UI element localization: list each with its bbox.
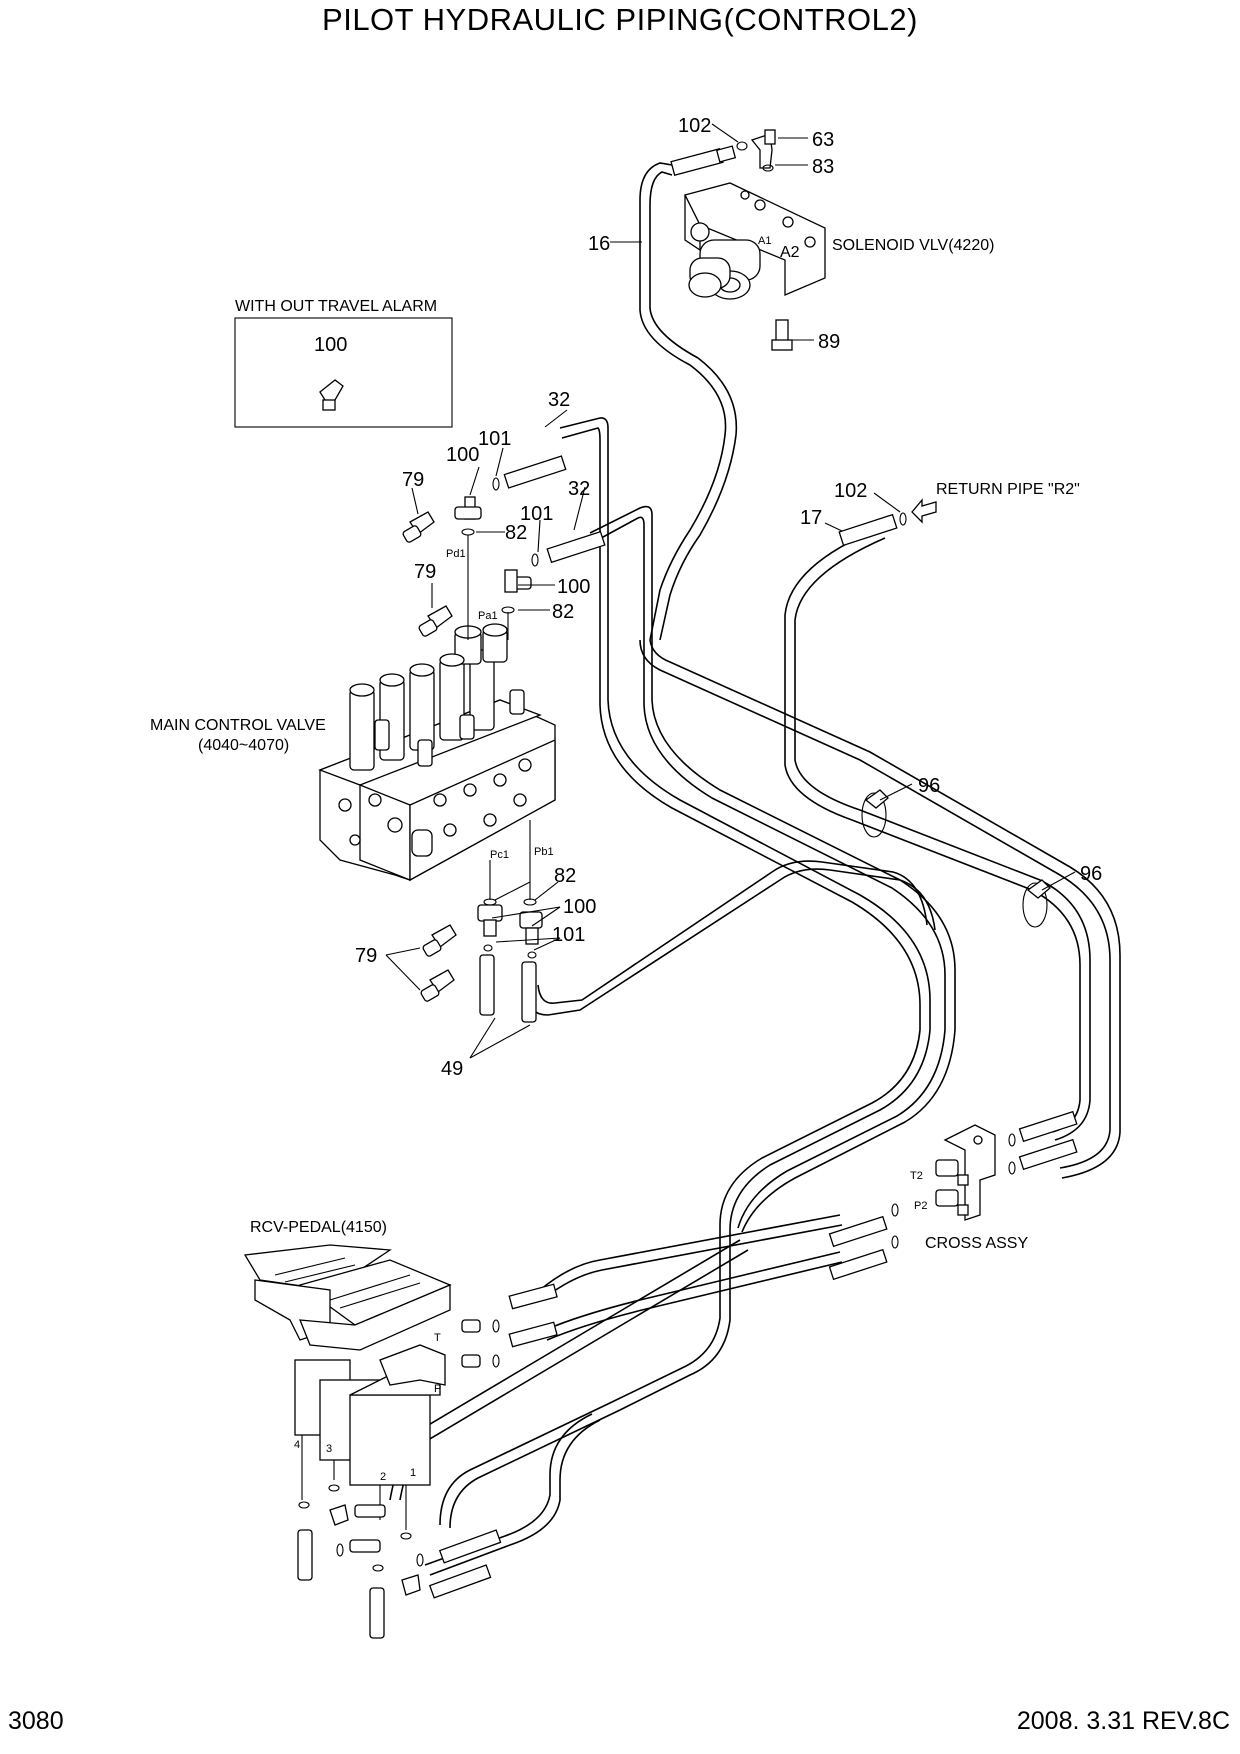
- bolt-89: [771, 319, 793, 351]
- solenoid-valve: [684, 182, 826, 300]
- pipe-trunk-lower: [611, 1029, 956, 1411]
- callout-83: 83: [812, 156, 834, 178]
- component-labels: SOLENOID VLV(4220) WITH OUT TRAVEL ALARM…: [150, 237, 1080, 1252]
- callout-79-mid: 79: [414, 561, 436, 583]
- port-t: T: [434, 1332, 441, 1344]
- callout-101-lower: 101: [520, 503, 553, 525]
- mcv-upper-fittings: [454, 455, 606, 640]
- revision-date: 2008. 3.31 REV.8C: [1016, 1707, 1230, 1735]
- cross-assy: [935, 1124, 996, 1221]
- callout-102-top: 102: [678, 115, 711, 137]
- inset-box: [234, 317, 453, 428]
- port-p: P: [434, 1383, 441, 1395]
- callout-79-lower: 79: [355, 945, 377, 967]
- pipe-32-upper: [559, 417, 931, 1030]
- port-a1: A1: [758, 235, 771, 247]
- label-main-control-valve: MAIN CONTROL VALVE: [150, 717, 326, 734]
- port-pc1: Pc1: [490, 849, 509, 861]
- label-solenoid-valve: SOLENOID VLV(4220): [832, 237, 994, 254]
- callout-100-mid: 100: [557, 576, 590, 598]
- callout-32-upper: 32: [548, 389, 570, 411]
- port-pd1: Pd1: [446, 548, 466, 560]
- label-rcv-pedal: RCV-PEDAL(4150): [250, 1219, 387, 1236]
- callout-82-mid: 82: [552, 601, 574, 623]
- pressure-switch-79-upper: [402, 511, 435, 543]
- label-cross-assy: CROSS ASSY: [925, 1235, 1028, 1252]
- callout-49: 49: [441, 1058, 463, 1080]
- elbow-fitting-100-inset: [319, 379, 344, 411]
- port-t2: T2: [910, 1170, 923, 1182]
- label-return-pipe: RETURN PIPE "R2": [936, 481, 1080, 498]
- label-inset-title: WITH OUT TRAVEL ALARM: [235, 298, 437, 315]
- callout-17: 17: [800, 507, 822, 529]
- page-title: PILOT HYDRAULIC PIPING(CONTROL2): [322, 2, 918, 37]
- pipe-16: [639, 162, 738, 641]
- main-control-valve: [318, 623, 556, 882]
- pipe-17-and-96-run: [639, 527, 1121, 1179]
- pipe-49-loop: [527, 860, 936, 1016]
- o-ring-102-top: [736, 141, 748, 151]
- callout-labels: 102 63 83 16 89 100 32 101 100 79 32 101…: [314, 115, 1102, 1080]
- port-1: 1: [410, 1467, 416, 1479]
- rcv-pedal-fittings: [297, 1283, 558, 1639]
- hose-17-end: [838, 498, 937, 547]
- callout-16: 16: [588, 233, 610, 255]
- callout-101-upper: 101: [478, 428, 511, 450]
- pressure-switch-79-mid: [418, 605, 453, 637]
- port-labels: A1 A2 Pd1 Pa1 Pc1 Pb1 T2 P2 T P 4 3 2 1: [294, 235, 927, 1483]
- callout-82-upper: 82: [505, 522, 527, 544]
- rcv-pedal: [243, 1244, 452, 1486]
- callout-102-return: 102: [834, 480, 867, 502]
- port-3: 3: [326, 1443, 332, 1455]
- o-ring-83: [762, 164, 774, 172]
- callout-63: 63: [812, 129, 834, 151]
- port-2: 2: [380, 1471, 386, 1483]
- port-p2: P2: [914, 1200, 927, 1212]
- port-a2: A2: [780, 244, 800, 261]
- callout-79-upper: 79: [402, 469, 424, 491]
- page-number: 3080: [8, 1707, 64, 1735]
- mcv-lower-fittings: [477, 820, 543, 1023]
- callout-100-upper: 100: [446, 444, 479, 466]
- clamp-96-lower: [1022, 879, 1051, 928]
- port-pb1: Pb1: [534, 846, 554, 858]
- port-4: 4: [294, 1439, 300, 1451]
- label-main-control-valve-range: (4040~4070): [198, 737, 289, 754]
- leader-lines: [385, 123, 1076, 1059]
- elbow-fitting-63: [750, 129, 776, 169]
- hose-fitting-16-top: [670, 145, 737, 177]
- pressure-switch-79-lower-a: [422, 924, 457, 957]
- cross-hose-fittings: [828, 1110, 1078, 1281]
- callout-32-lower: 32: [568, 478, 590, 500]
- callout-100-inset: 100: [314, 334, 347, 356]
- callout-82-lower: 82: [554, 865, 576, 887]
- callout-101-lower-mcv: 101: [552, 924, 585, 946]
- callout-96-upper: 96: [918, 775, 940, 797]
- clamp-96-upper: [861, 789, 889, 838]
- pressure-switch-79-lower-b: [420, 969, 455, 1002]
- pipe-32-lower: [589, 505, 956, 1030]
- callout-100-lower: 100: [563, 896, 596, 918]
- pipes-to-rcv-pedal: [389, 1214, 843, 1576]
- callout-89: 89: [818, 331, 840, 353]
- port-pa1: Pa1: [478, 610, 498, 622]
- callout-96-lower: 96: [1080, 863, 1102, 885]
